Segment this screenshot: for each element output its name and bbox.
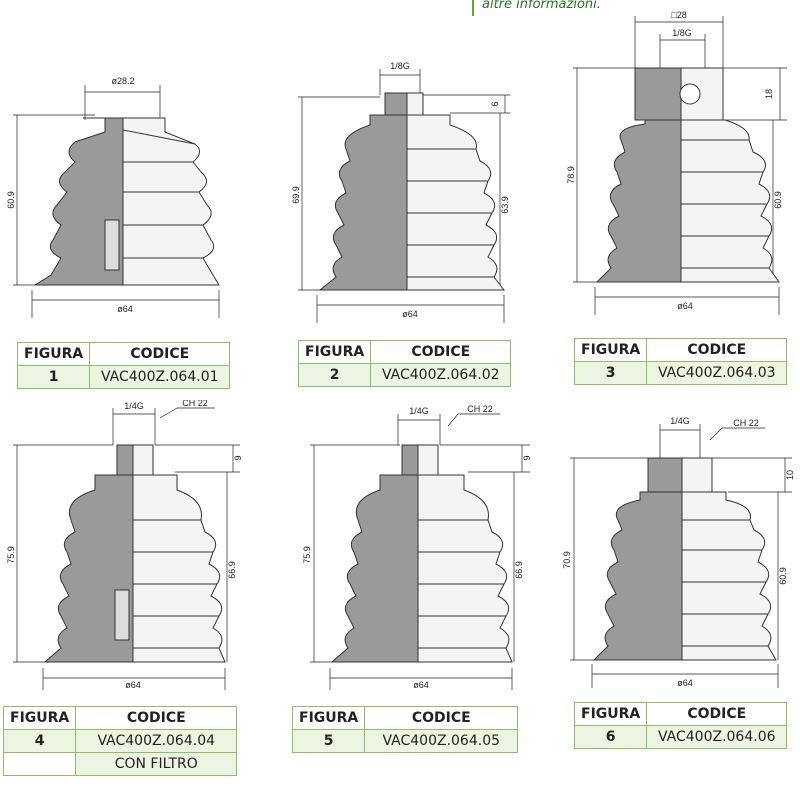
empty-cell: [2, 752, 77, 776]
fig-header: FIGURA: [297, 340, 372, 364]
fig-number: 3: [573, 361, 648, 385]
fig4-dim-height: 75.9: [6, 546, 16, 564]
figure-3-drawing: □28 1/8G 18 78.9 60.9 ø64: [565, 10, 797, 325]
code-header: CODICE: [646, 338, 788, 362]
fig-number: 2: [297, 363, 372, 387]
top-note: altre informazioni.: [472, 0, 800, 18]
fig2-dim-thread: 1/8G: [390, 61, 410, 71]
figure-5-table: FIGURA CODICE 5 VAC400Z.064.05: [291, 706, 519, 753]
fig3-dim-inner: 60.9: [773, 191, 783, 209]
figure-1-table: FIGURA CODICE 1 VAC400Z.064.01: [16, 342, 231, 389]
fig-number: 1: [16, 365, 91, 389]
fig4-dim-hex: CH 22: [182, 400, 208, 408]
fig5-dim-thread: 1/4G: [409, 406, 429, 416]
figure-4-drawing: 1/4G CH 22 9 75.9 66.9 ø64: [5, 400, 250, 692]
fig6-dim-small: 10: [785, 470, 795, 480]
code-header: CODICE: [370, 340, 512, 364]
code-value: VAC400Z.064.05: [364, 729, 519, 753]
fig6-dim-thread: 1/4G: [670, 416, 690, 426]
fig2-dim-small: 6: [490, 101, 500, 106]
fig5-dim-hex: CH 22: [467, 404, 493, 414]
fig3-dim-height: 78.9: [566, 166, 576, 184]
code-header: CODICE: [89, 342, 231, 366]
code-value: VAC400Z.064.01: [89, 365, 231, 389]
fig2-dim-inner: 63.9: [500, 196, 510, 214]
figure-1-drawing: ø28.2 60.9 ø64: [5, 60, 230, 325]
fig-number: 5: [291, 729, 366, 753]
note-text: altre informazioni.: [482, 0, 601, 12]
figure-2-drawing: 1/8G 6 69.9 63.9 ø64: [290, 55, 515, 325]
fig5-dim-base: ø64: [413, 680, 429, 690]
fig-number: 6: [573, 725, 648, 749]
fig1-dim-height: 60.9: [6, 191, 16, 209]
code-header: CODICE: [75, 706, 238, 730]
fig4-dim-small: 9: [233, 455, 243, 460]
fig-header: FIGURA: [573, 338, 648, 362]
figure-3-table: FIGURA CODICE 3 VAC400Z.064.03: [573, 338, 788, 385]
fig4-dim-base: ø64: [125, 680, 141, 690]
fig6-dim-base: ø64: [677, 678, 693, 688]
fig6-dim-height: 70.9: [562, 551, 572, 569]
figure-6-drawing: 1/4G CH 22 10 70.9 60.9 ø64: [560, 410, 800, 692]
fig6-dim-hex: CH 22: [733, 418, 759, 428]
fig1-dim-top: ø28.2: [111, 76, 134, 86]
code-value: VAC400Z.064.06: [646, 725, 788, 749]
fig5-dim-small: 9: [522, 455, 532, 460]
code-note: CON FILTRO: [75, 752, 238, 776]
figure-5-drawing: 1/4G CH 22 9 75.9 66.9 ø64: [300, 400, 540, 692]
figure-2-table: FIGURA CODICE 2 VAC400Z.064.02: [297, 340, 512, 387]
fig3-dim-base: ø64: [677, 301, 693, 311]
fig5-dim-inner: 66.9: [514, 561, 524, 579]
fig3-dim-square: □28: [671, 10, 686, 20]
fig-header: FIGURA: [2, 706, 77, 730]
code-value: VAC400Z.064.04: [75, 729, 238, 753]
fig-header: FIGURA: [291, 706, 366, 730]
figure-6-table: FIGURA CODICE 6 VAC400Z.064.06: [573, 702, 788, 749]
fig5-dim-height: 75.9: [302, 546, 312, 564]
fig4-dim-thread: 1/4G: [124, 401, 144, 411]
fig6-dim-inner: 60.9: [778, 567, 788, 585]
fig3-dim-thread: 1/8G: [672, 28, 692, 38]
fig4-dim-inner: 66.9: [227, 561, 237, 579]
fig2-dim-height: 69.9: [291, 186, 301, 204]
fig1-dim-base: ø64: [117, 304, 133, 314]
code-header: CODICE: [364, 706, 519, 730]
code-value: VAC400Z.064.03: [646, 361, 788, 385]
code-value: VAC400Z.064.02: [370, 363, 512, 387]
figure-4-table: FIGURA CODICE 4 VAC400Z.064.04 CON FILTR…: [2, 706, 238, 776]
fig-header: FIGURA: [573, 702, 648, 726]
fig3-dim-small: 18: [764, 89, 774, 99]
note-accent-bar: [472, 0, 474, 16]
fig-number: 4: [2, 729, 77, 753]
code-header: CODICE: [646, 702, 788, 726]
fig2-dim-base: ø64: [402, 309, 418, 319]
fig-header: FIGURA: [16, 342, 91, 366]
